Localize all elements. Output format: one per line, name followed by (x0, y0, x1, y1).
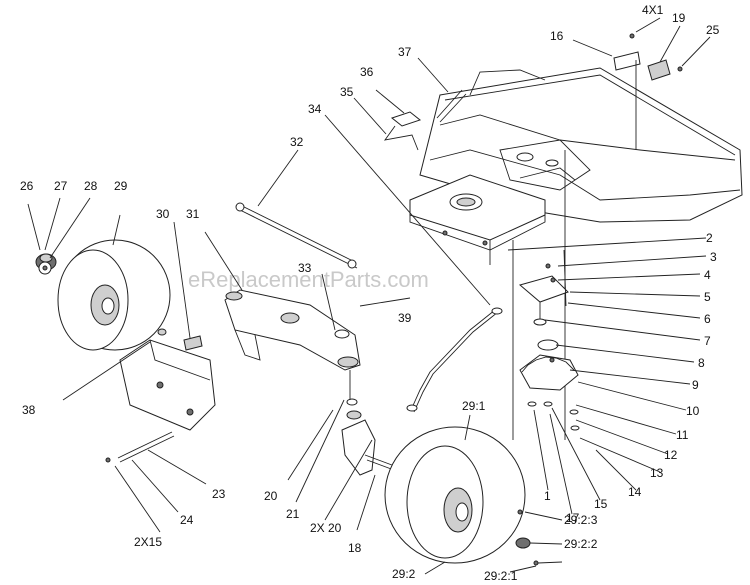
callout-3: 3 (710, 250, 717, 264)
callout-28: 28 (84, 179, 98, 193)
callout-27: 27 (54, 179, 68, 193)
callout-29: 29 (114, 179, 128, 193)
callout-15: 15 (594, 497, 608, 511)
callout-4: 4 (704, 268, 711, 282)
callout-2: 2 (706, 231, 713, 245)
callout-36: 36 (360, 65, 374, 79)
callout-20: 20 (264, 489, 278, 503)
steering-gear (359, 237, 707, 515)
engine-mount-box (409, 174, 546, 440)
callout-10: 10 (686, 404, 700, 418)
right-spindle (287, 380, 403, 531)
callout-26: 26 (20, 179, 34, 193)
callout-19: 19 (672, 11, 686, 25)
callout-8: 8 (698, 356, 705, 370)
callout-39: 39 (398, 311, 412, 325)
tie-rod (235, 149, 358, 269)
callout-9: 9 (692, 378, 699, 392)
front-axle (204, 231, 361, 380)
callout-29-1: 29:1 (462, 399, 486, 413)
callout-23: 23 (212, 487, 226, 501)
spindle (173, 221, 203, 351)
callout-13: 13 (650, 466, 664, 480)
callout-2x20: 2X 20 (310, 521, 342, 535)
callout-30: 30 (156, 207, 170, 221)
left-wheel-hardware (27, 197, 91, 275)
callout-29-2-2: 29:2:2 (564, 537, 598, 551)
callout-37: 37 (398, 45, 412, 59)
callout-7: 7 (704, 334, 711, 348)
watermark: eReplacementParts.com (188, 267, 429, 292)
bracket-hardware (572, 17, 711, 150)
drag-link (324, 114, 503, 413)
callout-21: 21 (286, 507, 300, 521)
callout-5: 5 (704, 290, 711, 304)
callout-12: 12 (664, 448, 678, 462)
callout-14: 14 (628, 485, 642, 499)
callout-11: 11 (676, 428, 689, 442)
callout-4x1: 4X1 (642, 3, 664, 17)
callout-31: 31 (186, 207, 200, 221)
callout-16: 16 (550, 29, 564, 43)
axle-bracket (62, 339, 216, 431)
callout-35: 35 (340, 85, 354, 99)
left-wheel (57, 214, 171, 351)
callout-34: 34 (308, 102, 322, 116)
callout-17: 17 (566, 511, 580, 525)
callout-33: 33 (298, 261, 312, 275)
callout-29-2-1: 29:2:1 (484, 569, 518, 583)
callout-18: 18 (348, 541, 362, 555)
callout-32: 32 (290, 135, 304, 149)
callout-25: 25 (706, 23, 720, 37)
callout-29-2-3: 29:2:3 (564, 513, 598, 527)
control-levers (353, 57, 467, 151)
right-wheel (384, 414, 563, 575)
callout-2x15: 2X15 (134, 535, 162, 549)
pin-hardware (105, 431, 207, 533)
callout-1: 1 (544, 489, 551, 503)
callout-38: 38 (22, 403, 36, 417)
callout-labels: 4X1 19 25 16 37 36 35 34 32 26 27 28 29 … (20, 3, 720, 583)
callout-29-2: 29:2 (392, 567, 416, 581)
callout-6: 6 (704, 312, 711, 326)
callout-24: 24 (180, 513, 194, 527)
